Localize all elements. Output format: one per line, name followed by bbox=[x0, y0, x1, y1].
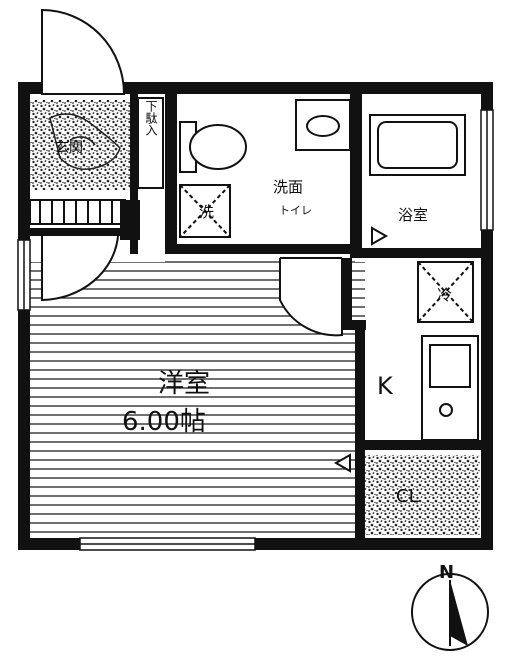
washer-label: 洗 bbox=[199, 203, 214, 221]
fridge-space bbox=[417, 261, 474, 323]
kitchen-label: K bbox=[377, 372, 394, 400]
compass-north-label: N bbox=[439, 562, 454, 583]
closet-label: CL bbox=[396, 486, 419, 507]
washroom-label: 洗面 bbox=[273, 178, 303, 196]
shoe-label: 下駄入 bbox=[144, 100, 158, 136]
entry-door bbox=[41, 8, 126, 95]
closet-marker bbox=[333, 453, 351, 473]
western-room-size: 6.00帖 bbox=[122, 407, 206, 437]
left-window bbox=[17, 239, 31, 311]
genkan-door bbox=[41, 232, 119, 302]
bath-step bbox=[371, 226, 389, 246]
right-window bbox=[480, 109, 494, 231]
bottom-window bbox=[79, 537, 256, 551]
shoe-cabinet bbox=[137, 97, 164, 189]
wash-basin bbox=[295, 99, 351, 151]
washer-pan bbox=[179, 184, 231, 238]
washroom-door bbox=[279, 258, 343, 337]
bath-label: 浴室 bbox=[398, 206, 428, 224]
genkan-floor bbox=[30, 100, 130, 190]
compass: N bbox=[411, 562, 489, 651]
kitchen-counter bbox=[421, 335, 479, 441]
bathtub bbox=[369, 114, 466, 176]
shoe-rack bbox=[29, 199, 126, 225]
genkan-step bbox=[30, 228, 140, 236]
fridge-label: 冷 bbox=[437, 286, 452, 304]
western-room-label: 洋室 bbox=[158, 369, 210, 399]
closet-floor bbox=[365, 455, 480, 535]
interior-walls bbox=[120, 94, 481, 540]
genkan-pattern bbox=[49, 113, 121, 170]
toilet-label: トイレ bbox=[279, 204, 312, 217]
toilet-fixture bbox=[179, 121, 247, 173]
compass-needle-icon bbox=[450, 580, 468, 646]
genkan-label: 玄関 bbox=[55, 139, 83, 156]
